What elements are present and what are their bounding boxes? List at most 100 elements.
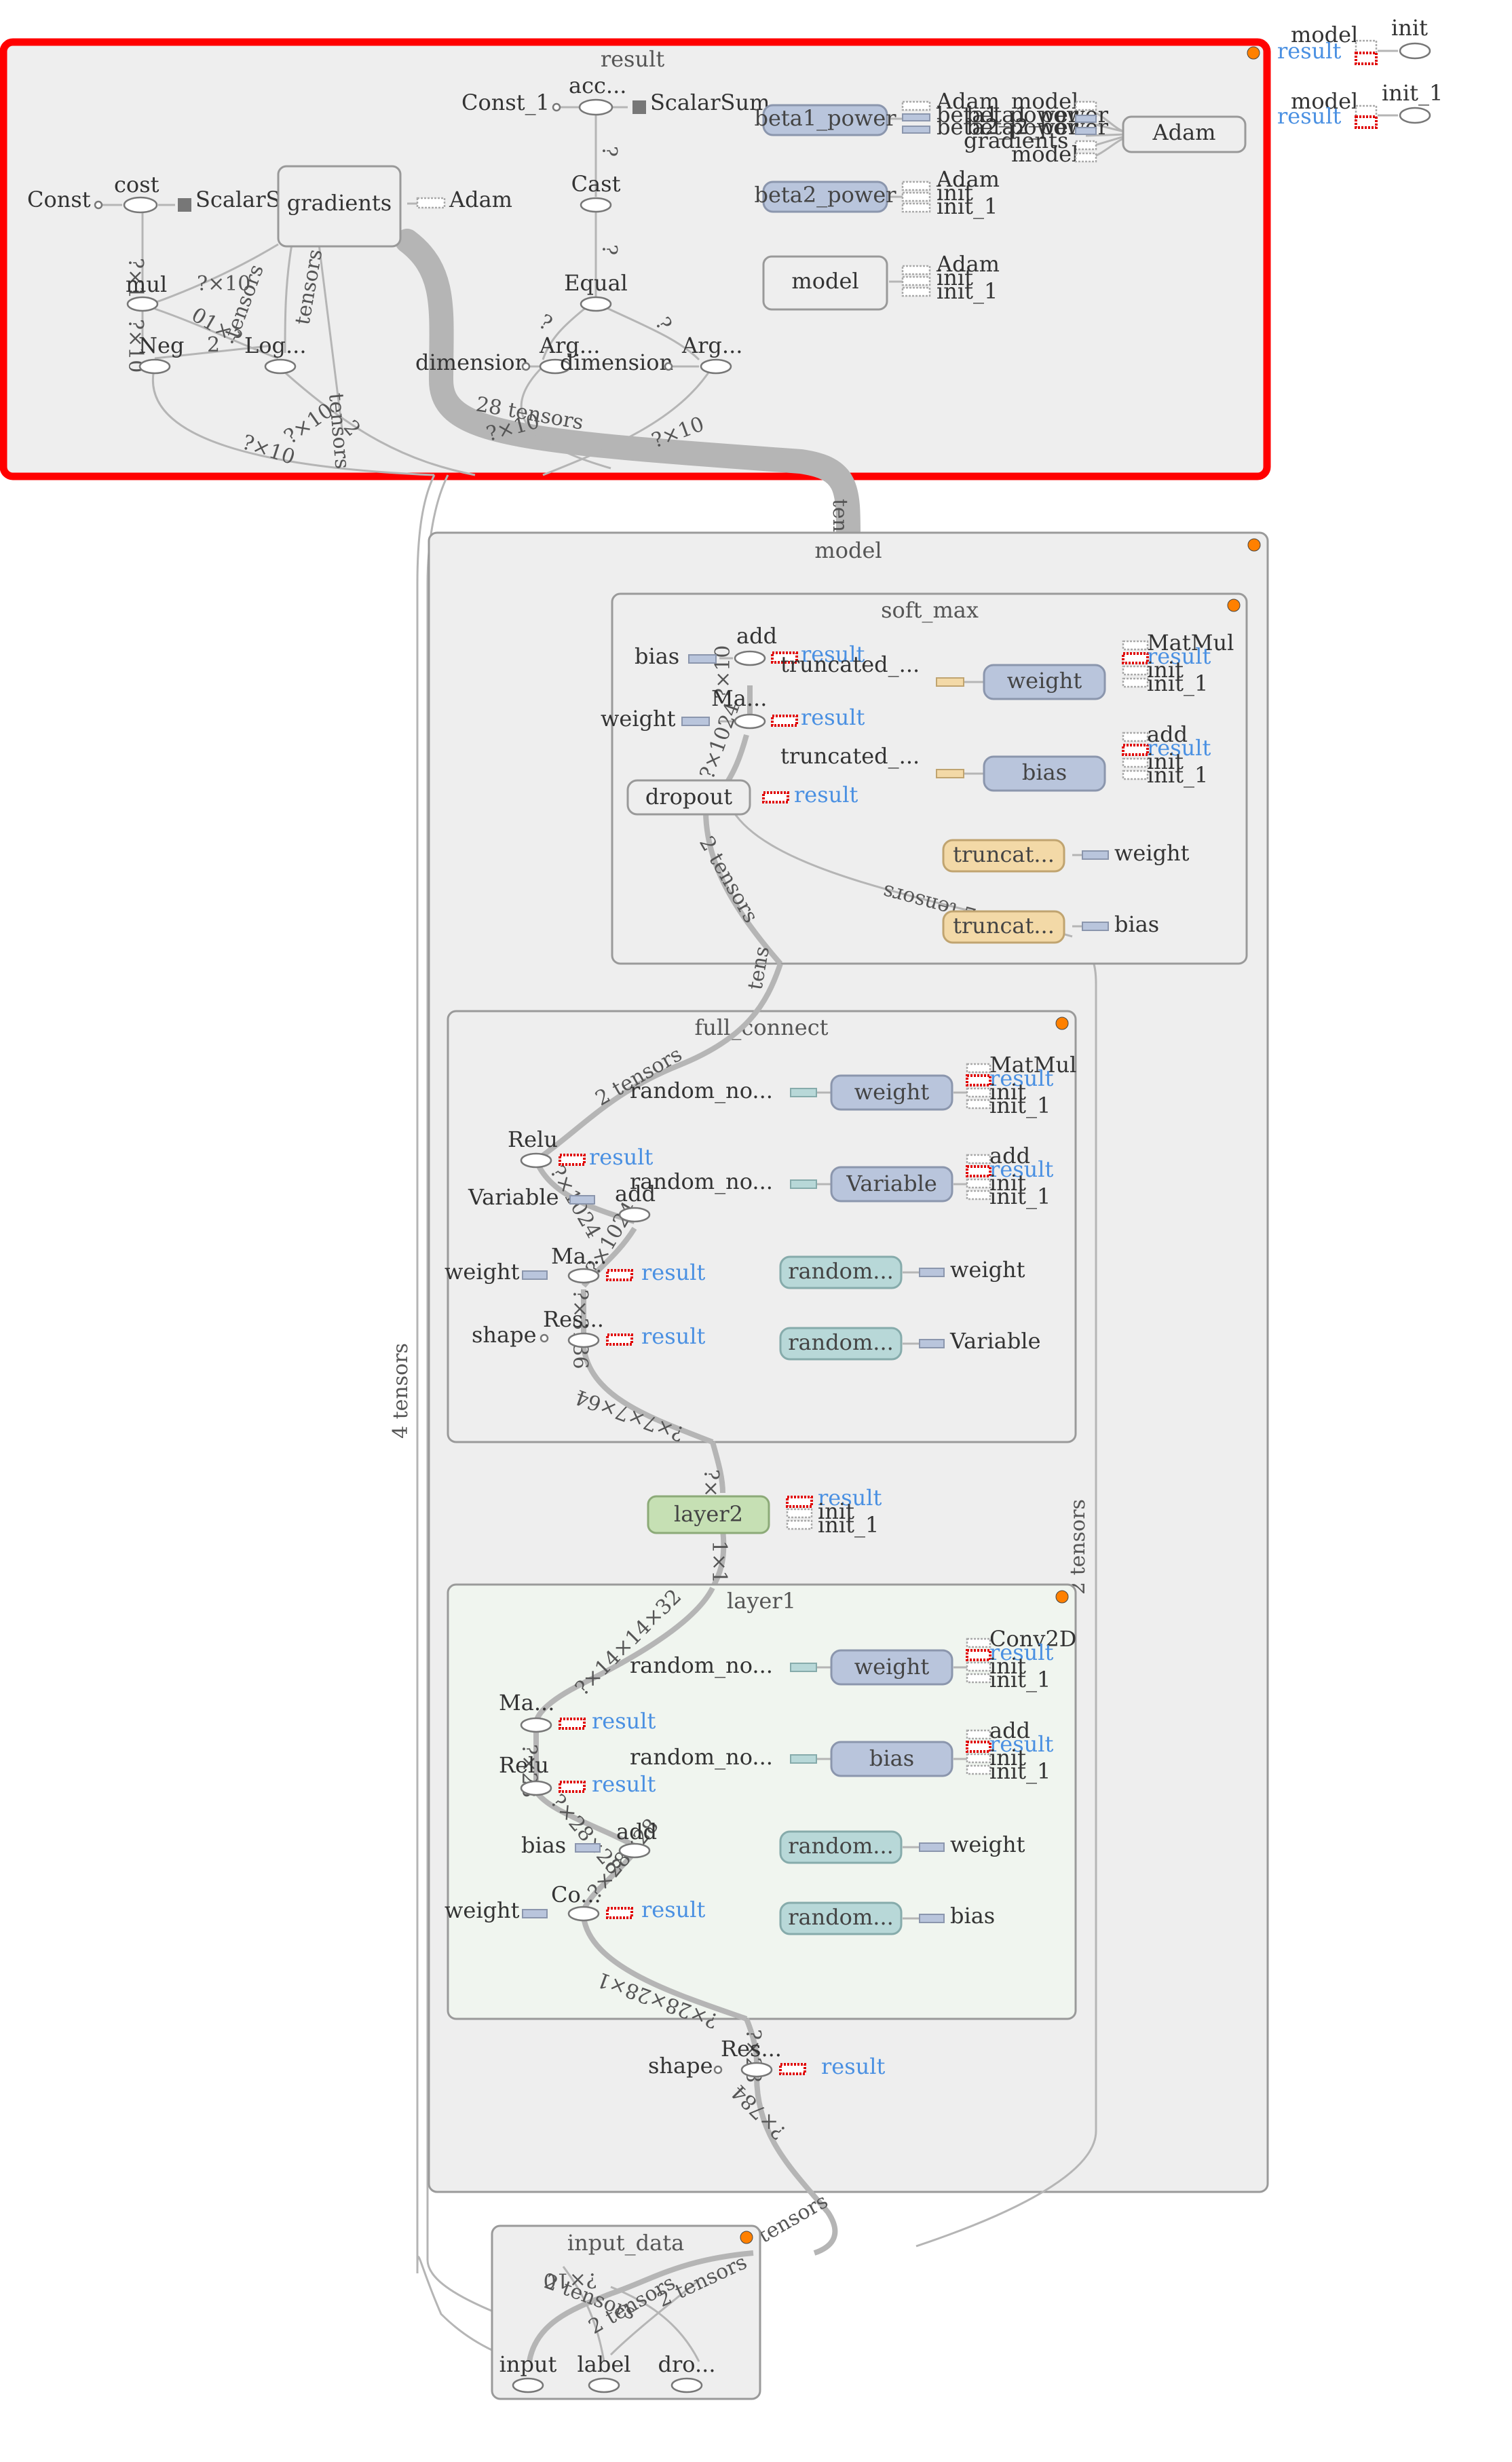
sm-weight-node-label: weight bbox=[1007, 668, 1082, 694]
l1-add-node[interactable] bbox=[618, 1842, 651, 1859]
l1-w-result[interactable]: result bbox=[989, 1640, 1054, 1665]
l1-co-result[interactable]: result bbox=[641, 1897, 706, 1923]
beta2-power-node[interactable] bbox=[762, 181, 888, 213]
l1-random-a-node[interactable] bbox=[779, 1830, 903, 1864]
l1-b-result[interactable]: result bbox=[989, 1731, 1054, 1757]
sm-bias-node[interactable] bbox=[983, 755, 1106, 792]
full-connect-collapse-icon[interactable] bbox=[1055, 1017, 1069, 1030]
dropout-node[interactable] bbox=[626, 779, 751, 816]
sm-weight-node[interactable] bbox=[983, 664, 1106, 700]
l1-random-b-node[interactable] bbox=[779, 1901, 903, 1935]
sm-ma-result[interactable]: result bbox=[801, 704, 865, 730]
layer2-node[interactable] bbox=[647, 1495, 770, 1534]
fc-relu-node[interactable] bbox=[520, 1152, 552, 1169]
layer2-result[interactable]: result bbox=[818, 1485, 882, 1511]
acc-node[interactable] bbox=[578, 98, 613, 116]
edge-label-2-tensors-right: 2 tensors bbox=[1066, 1499, 1090, 1595]
sm-ma-node[interactable] bbox=[734, 713, 766, 730]
l1-relu-node[interactable] bbox=[520, 1780, 552, 1796]
beta1-power-node[interactable] bbox=[762, 104, 888, 136]
softmax-group[interactable]: soft_max ?×10 ?×1024 2 tensors 2 tensors… bbox=[601, 592, 1248, 966]
fc-add-label: add bbox=[615, 1181, 656, 1207]
log-node[interactable] bbox=[264, 358, 297, 375]
fc-weight-node[interactable] bbox=[830, 1074, 953, 1111]
l1-co-node[interactable] bbox=[567, 1906, 600, 1922]
sm-add-node[interactable] bbox=[734, 650, 766, 666]
sm-truncat2-target: bias bbox=[1114, 911, 1159, 937]
sm-bias-node-label: bias bbox=[1022, 759, 1067, 785]
fc-w-result[interactable]: result bbox=[989, 1065, 1054, 1091]
sm-w-result[interactable]: result bbox=[1147, 643, 1211, 669]
l1-random2-chip bbox=[790, 1754, 817, 1764]
arg2-node[interactable] bbox=[700, 358, 732, 375]
layer1-group[interactable]: layer1 ?×14×14×32 ?×28 ?×28×28 ?×28×28 ?… bbox=[445, 1583, 1077, 2032]
l1-relu-result[interactable]: result bbox=[592, 1771, 656, 1797]
layer2-group[interactable]: ?×7 1×1 layer2 result init init_1 bbox=[647, 1441, 882, 1589]
fc-shape-node[interactable] bbox=[540, 1333, 549, 1343]
fc-add-node[interactable] bbox=[618, 1207, 651, 1223]
const1-node[interactable] bbox=[552, 102, 561, 112]
model-out-init: init bbox=[937, 265, 973, 290]
layer1-box[interactable] bbox=[447, 1583, 1077, 2020]
fc-w-init1: init_1 bbox=[989, 1093, 1051, 1118]
l1-ma-result[interactable]: result bbox=[592, 1708, 656, 1734]
dro-node[interactable] bbox=[670, 2377, 703, 2393]
model-ref-node[interactable] bbox=[762, 255, 888, 311]
result-collapse-icon[interactable] bbox=[1247, 46, 1260, 60]
dro-label: dro... bbox=[658, 2351, 716, 2377]
outside-result-link[interactable]: result bbox=[1277, 38, 1342, 64]
label-node[interactable] bbox=[588, 2377, 620, 2393]
outside-init1-node[interactable] bbox=[1399, 107, 1431, 124]
cast-node[interactable] bbox=[580, 197, 612, 213]
fc-relu-result[interactable]: result bbox=[589, 1144, 654, 1170]
model-collapse-icon[interactable] bbox=[1247, 538, 1261, 552]
sm-add-result[interactable]: result bbox=[801, 641, 865, 667]
l1-weight-node[interactable] bbox=[830, 1649, 953, 1686]
gradients-node[interactable] bbox=[277, 165, 402, 248]
input-data-group[interactable]: input_data 2 tensors 2 tensors 2 tensors… bbox=[491, 2224, 761, 2400]
const-node[interactable] bbox=[94, 200, 103, 210]
sm-b-result[interactable]: result bbox=[1147, 735, 1211, 761]
arg1-node[interactable] bbox=[539, 358, 571, 375]
full-connect-box[interactable] bbox=[447, 1010, 1077, 1443]
fc-res-result[interactable]: result bbox=[641, 1323, 706, 1349]
fc-v-result-chip bbox=[966, 1165, 991, 1177]
sm-truncat1-node[interactable] bbox=[942, 839, 1065, 873]
l1-ma-node[interactable] bbox=[520, 1717, 552, 1733]
fc-ma-result[interactable]: result bbox=[641, 1260, 706, 1285]
dimension2-node[interactable] bbox=[664, 362, 673, 371]
l1-bias-node[interactable] bbox=[830, 1741, 953, 1777]
fc-random-a-node[interactable] bbox=[779, 1255, 903, 1289]
result-group[interactable]: result ?×10 ?× bbox=[0, 38, 1271, 548]
outside-result2-link[interactable]: result bbox=[1277, 103, 1342, 129]
input-data-box[interactable] bbox=[491, 2224, 761, 2400]
model-res-result[interactable]: result bbox=[821, 2053, 886, 2079]
input-node[interactable] bbox=[512, 2377, 544, 2393]
arg1-out-edge bbox=[520, 365, 611, 470]
dimension1-node[interactable] bbox=[521, 362, 531, 371]
cost-node[interactable] bbox=[123, 196, 158, 214]
mul-node[interactable] bbox=[126, 296, 159, 312]
equal-node[interactable] bbox=[580, 296, 612, 312]
adam-node[interactable] bbox=[1122, 115, 1247, 153]
adam-in-model: model bbox=[1011, 88, 1078, 114]
model-group[interactable]: model 2 tensors soft_max ?×10 ?×1024 2 t… bbox=[428, 531, 1269, 2258]
sm-truncat2-node[interactable] bbox=[942, 910, 1065, 944]
fc-random-b-node[interactable] bbox=[779, 1327, 903, 1361]
fc-v-result[interactable]: result bbox=[989, 1156, 1054, 1182]
neg-node[interactable] bbox=[138, 358, 171, 375]
fc-variable-node[interactable] bbox=[830, 1166, 953, 1202]
softmax-collapse-icon[interactable] bbox=[1227, 599, 1241, 612]
fc-random1-label: random_no... bbox=[630, 1078, 773, 1103]
fc-relu-label: Relu bbox=[508, 1126, 558, 1152]
outside-init-node[interactable] bbox=[1399, 42, 1431, 60]
input-data-collapse-icon[interactable] bbox=[740, 2231, 753, 2244]
result-group-box[interactable] bbox=[0, 38, 1271, 480]
fc-ma-node[interactable] bbox=[567, 1268, 600, 1284]
layer1-collapse-icon[interactable] bbox=[1055, 1590, 1069, 1604]
model-res-node[interactable] bbox=[740, 2062, 773, 2078]
full-connect-group[interactable]: full_connect 2 tensors tens ?×1024 ?×102… bbox=[445, 945, 1077, 1446]
model-shape-node[interactable] bbox=[713, 2065, 723, 2075]
dropout-result[interactable]: result bbox=[794, 782, 858, 808]
fc-res-node[interactable] bbox=[567, 1332, 600, 1348]
